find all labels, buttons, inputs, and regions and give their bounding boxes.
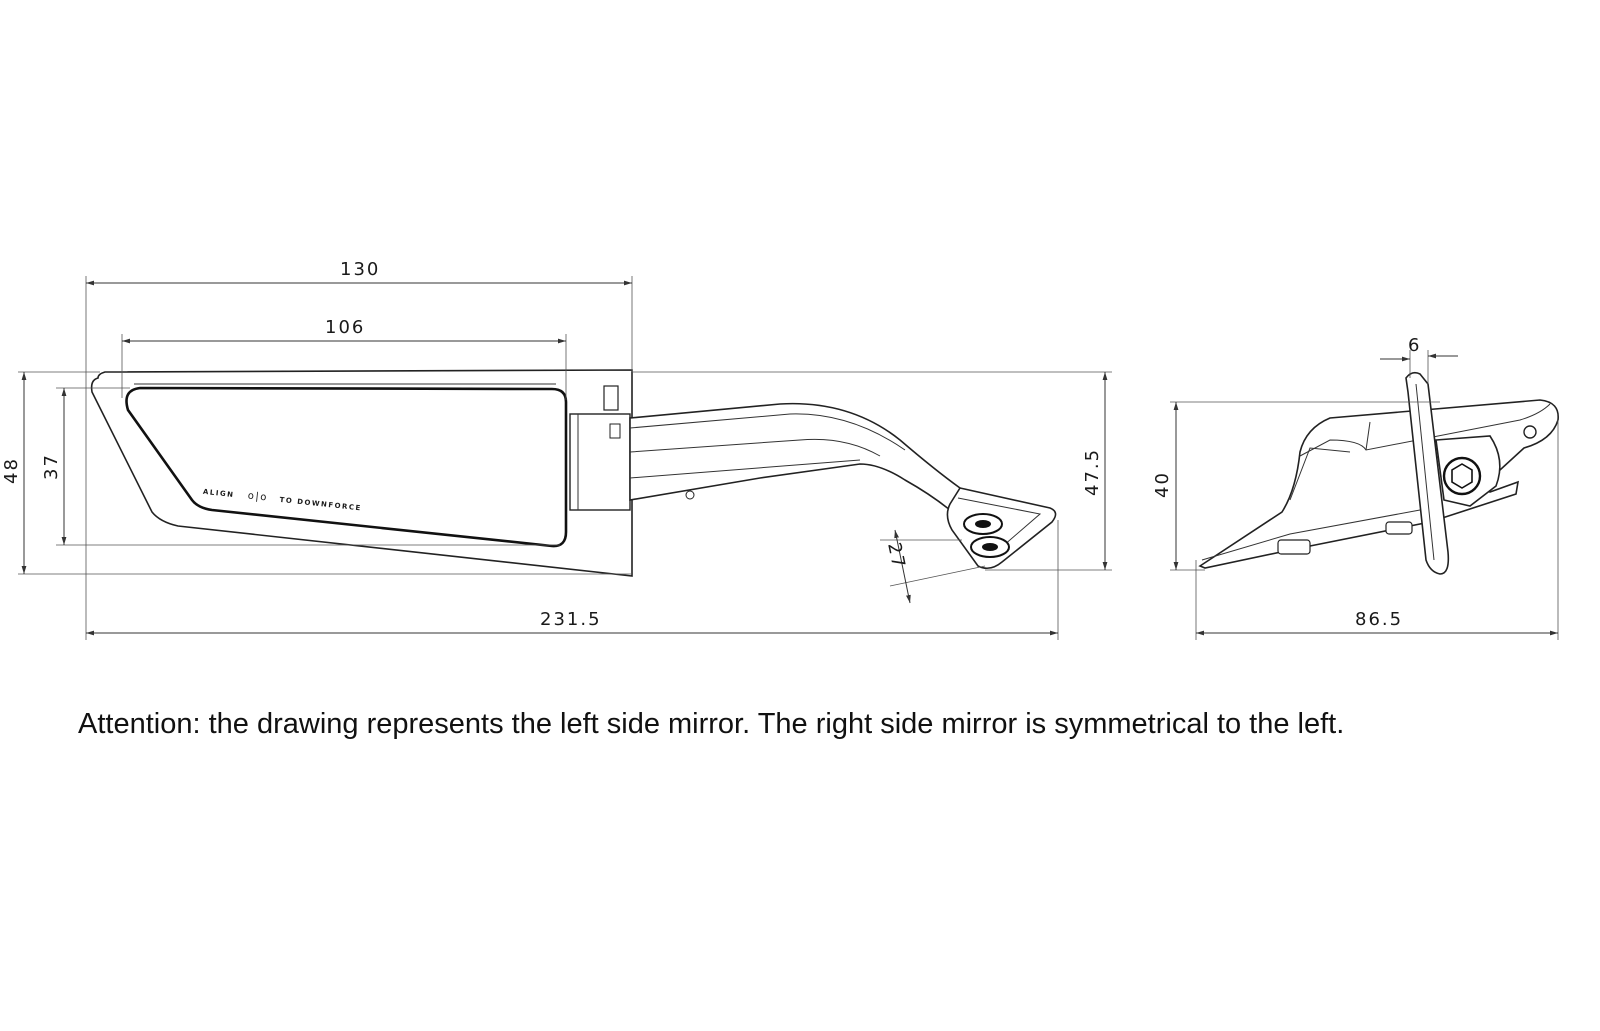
dim-40-label: 40 — [1152, 471, 1173, 498]
attention-note: Attention: the drawing represents the le… — [78, 708, 1345, 740]
housing-rear-block — [569, 413, 631, 511]
mirror-arm — [629, 402, 974, 511]
dim-130-label: 130 — [340, 259, 380, 280]
dim-231-5-label: 231.5 — [540, 609, 602, 630]
dim-37-label: 37 — [41, 453, 62, 480]
front-view: ALIGN o|o TO DOWNFORCE 130 106 48 37 47.… — [1, 259, 1112, 640]
dim-48-label: 48 — [1, 457, 22, 484]
side-view: 6 40 86.5 — [1152, 335, 1559, 640]
mirror-glass — [125, 386, 568, 548]
engraving-symbol: o|o — [247, 491, 268, 504]
side-body — [1198, 399, 1559, 569]
dim-86-5-label: 86.5 — [1355, 609, 1403, 630]
dim-6-label: 6 — [1408, 335, 1421, 356]
dim-106-label: 106 — [325, 317, 365, 338]
engraving-align: ALIGN — [203, 488, 235, 499]
dim-47-5-label: 47.5 — [1082, 448, 1103, 496]
dim-27-label: 27 — [883, 541, 909, 572]
side-mount-plate — [1405, 371, 1450, 575]
